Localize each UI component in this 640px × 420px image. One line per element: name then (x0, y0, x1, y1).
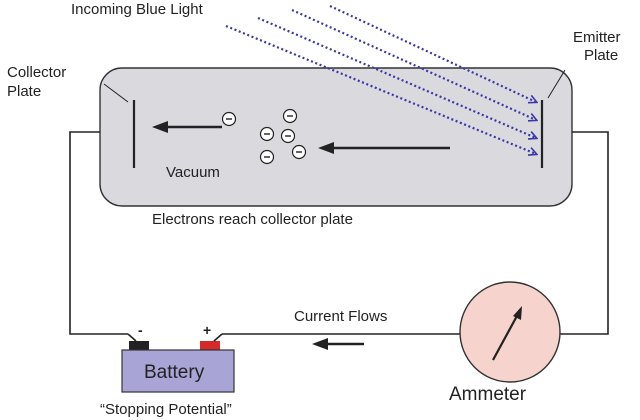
electron (291, 144, 307, 160)
collector-label-line1: Collector (7, 64, 66, 81)
electron-flow-arrow-left (152, 121, 222, 133)
circuit-wire (69, 131, 609, 335)
battery-label: Battery (144, 362, 205, 383)
light-ray (329, 5, 536, 102)
electron (282, 108, 298, 124)
battery-lead-neg (127, 333, 137, 342)
battery-neg-terminal (129, 341, 149, 350)
battery-pos-terminal (200, 341, 220, 350)
battery-plus-sign: + (203, 322, 211, 338)
electron (280, 128, 296, 144)
ammeter-label: Ammeter (449, 384, 527, 405)
ammeter-needle-head (513, 306, 522, 320)
electron-flow-arrow-right (318, 142, 450, 154)
stopping-potential-label: “Stopping Potential” (100, 401, 232, 418)
collector-label-line2: Plate (7, 83, 41, 100)
electrons-reach-label: Electrons reach collector plate (152, 211, 353, 228)
battery-body (121, 349, 235, 393)
collector-pointer (103, 83, 129, 103)
emitter-pointer (547, 69, 566, 99)
incoming-light-label: Incoming Blue Light (71, 1, 204, 18)
emitter-label-line1: Emitter (573, 29, 621, 46)
emitter-label-line2: Plate (584, 47, 618, 64)
electron (221, 111, 237, 127)
vacuum-tube (99, 67, 573, 207)
light-rays (225, 5, 536, 154)
battery-lead-pos (213, 333, 223, 342)
electron (259, 149, 275, 165)
current-flows-label: Current Flows (294, 308, 387, 325)
ammeter-dial (459, 281, 561, 383)
battery-minus-sign: - (138, 322, 143, 338)
ammeter-needle (492, 313, 519, 361)
light-ray (291, 8, 536, 120)
electron (259, 126, 275, 142)
vacuum-label: Vacuum (166, 164, 220, 181)
current-flow-arrow (312, 338, 364, 350)
light-ray (225, 24, 536, 154)
